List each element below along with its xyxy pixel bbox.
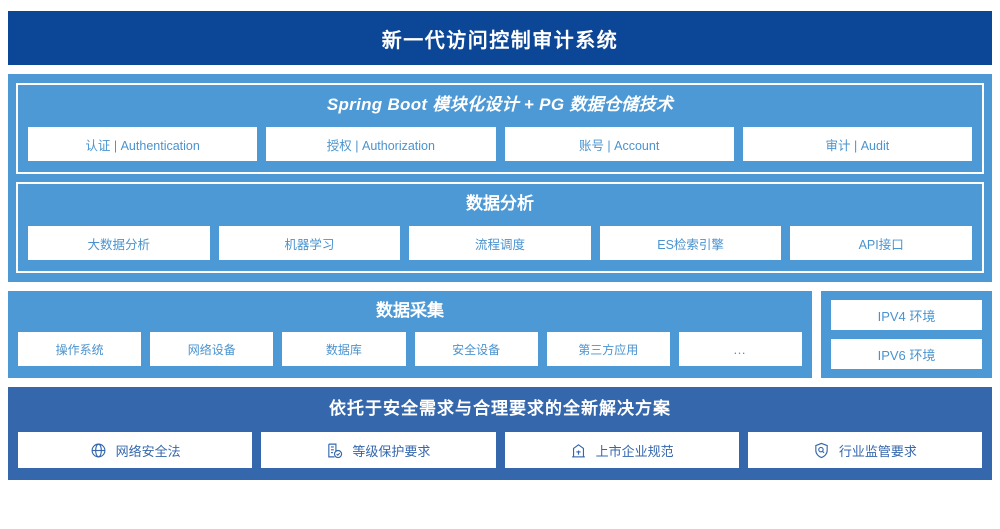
environment-panel: IPV4 环境 IPV6 环境 — [821, 291, 992, 378]
environment-ipv6[interactable]: IPV6 环境 — [831, 339, 982, 369]
collection-source-more[interactable]: … — [678, 332, 803, 366]
platform-panel: Spring Boot 模块化设计 + PG 数据仓储技术 认证 | Authe… — [8, 74, 992, 282]
compliance-item-listed-enterprise[interactable]: 上市企业规范 — [504, 432, 739, 468]
collection-section-title: 数据采集 — [376, 301, 444, 320]
compliance-section-title: 依托于安全需求与合理要求的全新解决方案 — [329, 399, 671, 418]
platform-module-audit[interactable]: 审计 | Audit — [742, 127, 972, 161]
collection-source-database[interactable]: 数据库 — [282, 332, 406, 366]
environment-ipv4[interactable]: IPV4 环境 — [831, 300, 982, 330]
compliance-item-label: 上市企业规范 — [595, 443, 674, 459]
collection-source-row: 操作系统 网络设备 数据库 安全设备 第三方应用 … — [18, 332, 803, 366]
compliance-item-label: 等级保护要求 — [352, 443, 431, 459]
platform-module-row: 认证 | Authentication 授权 | Authorization 账… — [28, 127, 972, 161]
platform-module-authentication[interactable]: 认证 | Authentication — [28, 127, 258, 161]
collection-row: 数据采集 操作系统 网络设备 数据库 安全设备 第三方应用 … IPV4 环境 … — [8, 291, 992, 378]
collection-source-network-device[interactable]: 网络设备 — [150, 332, 274, 366]
collection-source-security-device[interactable]: 安全设备 — [414, 332, 538, 366]
platform-module-account[interactable]: 账号 | Account — [504, 127, 734, 161]
analysis-section-title: 数据分析 — [466, 194, 534, 213]
platform-module-authorization[interactable]: 授权 | Authorization — [266, 127, 496, 161]
compliance-item-label: 行业监管要求 — [838, 443, 917, 459]
analysis-module-es-search[interactable]: ES检索引擎 — [599, 226, 782, 260]
compliance-item-classified-protection[interactable]: 等级保护要求 — [261, 432, 496, 468]
page-title: 新一代访问控制审计系统 — [381, 29, 619, 52]
collection-source-third-party-app[interactable]: 第三方应用 — [546, 332, 670, 366]
platform-section: Spring Boot 模块化设计 + PG 数据仓储技术 认证 | Authe… — [16, 83, 984, 174]
analysis-module-bigdata[interactable]: 大数据分析 — [28, 226, 210, 260]
analysis-section: 数据分析 大数据分析 机器学习 流程调度 ES检索引擎 API接口 — [16, 182, 984, 273]
shield-search-icon — [813, 442, 830, 459]
compliance-item-cybersecurity-law[interactable]: 网络安全法 — [18, 432, 253, 468]
collection-source-os[interactable]: 操作系统 — [18, 332, 142, 366]
compliance-item-industry-regulation[interactable]: 行业监管要求 — [747, 432, 982, 468]
document-check-icon — [326, 442, 343, 459]
analysis-module-process-scheduling[interactable]: 流程调度 — [409, 226, 591, 260]
analysis-module-api[interactable]: API接口 — [790, 226, 972, 260]
platform-section-title: Spring Boot 模块化设计 + PG 数据仓储技术 — [326, 95, 674, 114]
analysis-module-machine-learning[interactable]: 机器学习 — [218, 226, 401, 260]
header-bar: 新一代访问控制审计系统 — [8, 11, 992, 65]
analysis-module-row: 大数据分析 机器学习 流程调度 ES检索引擎 API接口 — [28, 226, 972, 260]
building-icon — [570, 442, 587, 459]
globe-icon — [90, 442, 107, 459]
compliance-item-row: 网络安全法 等级保护要求 — [18, 432, 982, 468]
collection-panel: 数据采集 操作系统 网络设备 数据库 安全设备 第三方应用 … — [8, 291, 812, 378]
compliance-item-label: 网络安全法 — [115, 443, 181, 459]
compliance-panel: 依托于安全需求与合理要求的全新解决方案 网络安全法 — [8, 387, 992, 480]
